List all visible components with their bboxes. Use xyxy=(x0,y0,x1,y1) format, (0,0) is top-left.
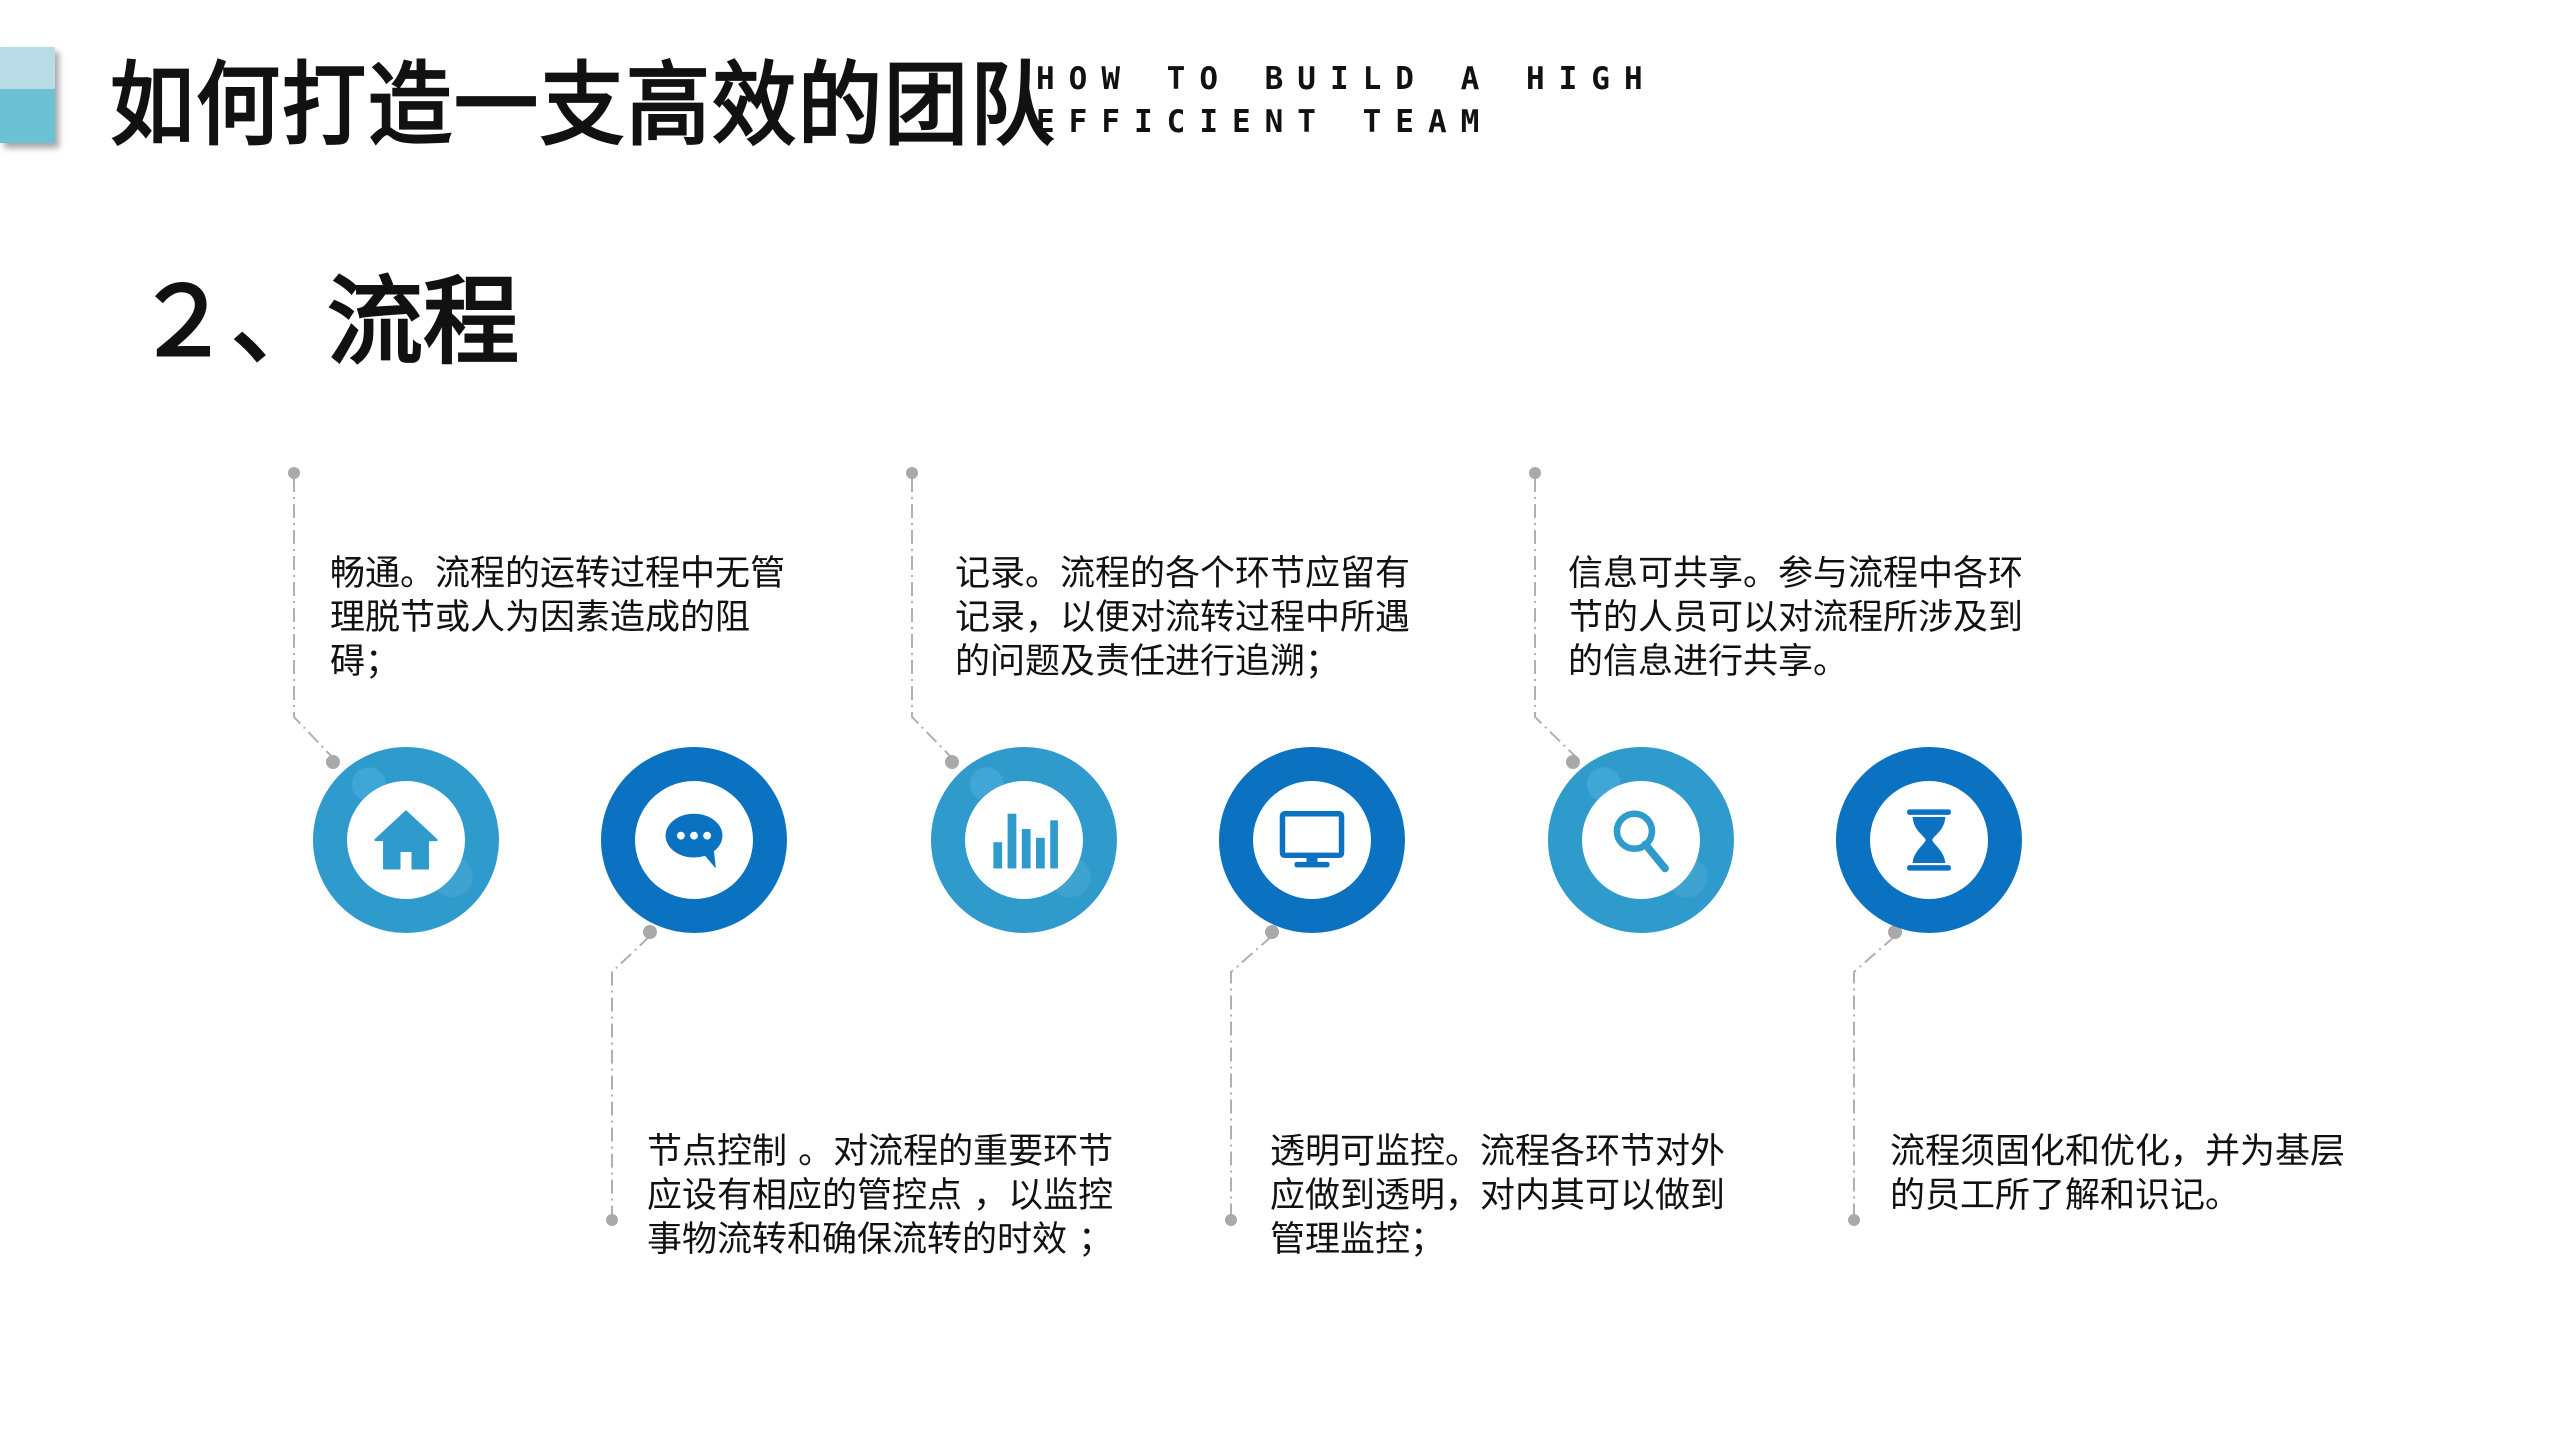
item-4-text: 透明可监控。流程各环节对外应做到透明，对内其可以做到管理监控； xyxy=(1270,1132,1726,1260)
chat-bubble-icon xyxy=(665,813,723,869)
item-5-text: 信息可共享。参与流程中各环节的人员可以对流程所涉及到的信息进行共享。 xyxy=(1568,554,2024,682)
search-icon xyxy=(1613,810,1669,873)
monitor-icon xyxy=(1279,811,1345,868)
item-6-text: 流程须固化和优化，并为基层的员工所了解和识记。 xyxy=(1890,1132,2346,1216)
item-3-circle xyxy=(931,747,1117,933)
item-2-text: 节点控制 。对流程的重要环节应设有相应的管控点 ，以监控事物流转和确保流转的时效… xyxy=(647,1132,1114,1260)
page-title: 如何打造一支高效的团队 xyxy=(110,52,1057,159)
item-1-text: 畅通。流程的运转过程中无管理脱节或人为因素造成的阻碍； xyxy=(330,554,786,682)
bar-chart-icon xyxy=(993,813,1058,869)
item-5-circle xyxy=(1548,747,1734,933)
hourglass-icon xyxy=(1907,809,1951,871)
page-subtitle: HOW TO BUILD A HIGH EFFICIENT TEAM xyxy=(1036,61,1657,140)
accent-block-top xyxy=(0,47,55,89)
section-heading: ２、流程 xyxy=(135,266,519,378)
item-3-text: 记录。流程的各个环节应留有记录，以便对流转过程中所遇的问题及责任进行追溯； xyxy=(955,554,1411,682)
accent-block-bottom xyxy=(0,89,55,143)
item-2-circle xyxy=(601,747,787,933)
item-4-circle xyxy=(1219,747,1405,933)
item-1-circle xyxy=(313,747,499,933)
item-6-circle xyxy=(1836,747,2022,933)
home-icon xyxy=(374,810,438,870)
title-accent-block xyxy=(0,47,55,143)
